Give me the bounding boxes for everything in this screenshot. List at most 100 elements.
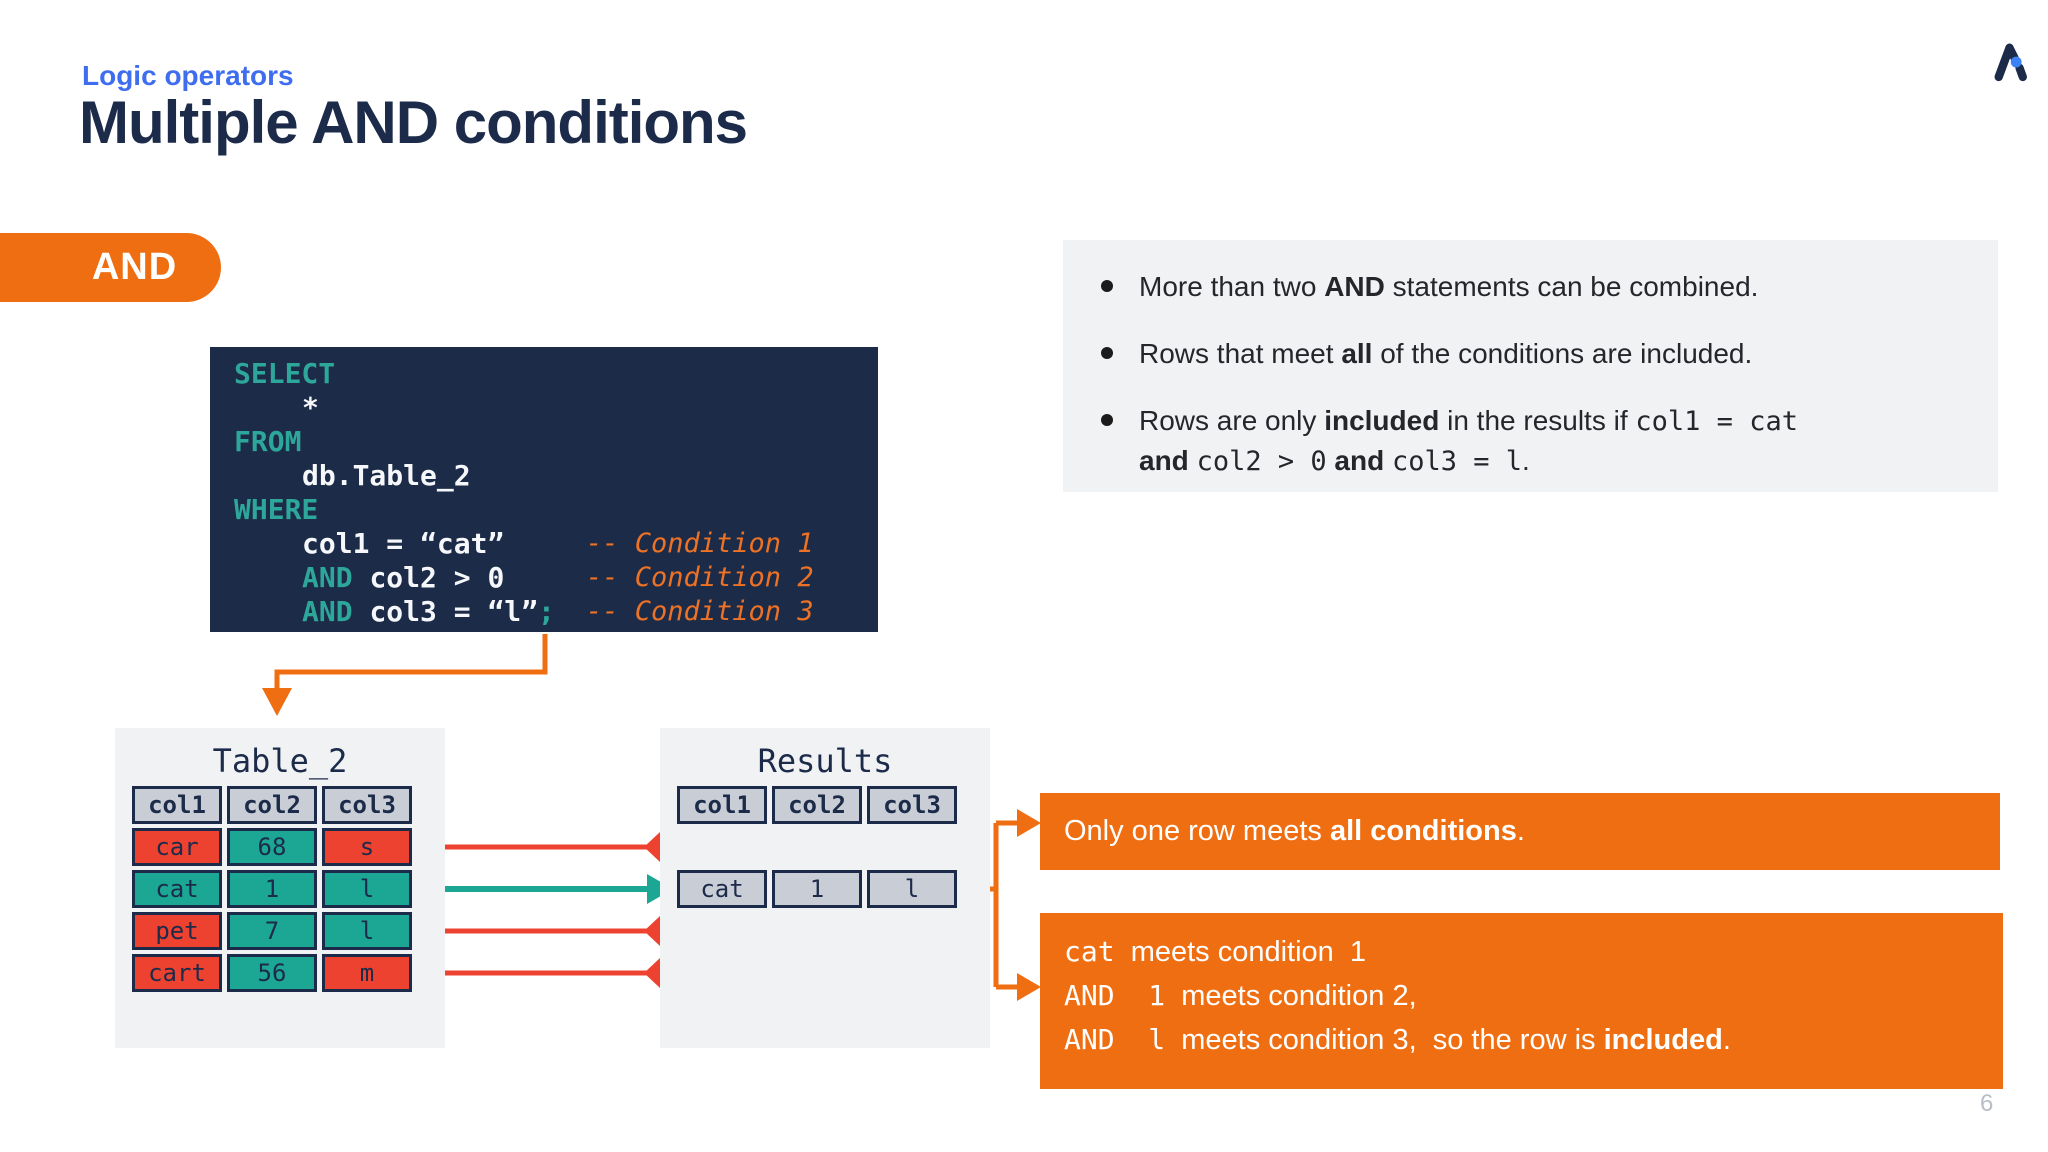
sql-text: col3 = “l” (369, 595, 539, 628)
code-line: col1 = “cat” -- Condition 1 (234, 527, 878, 561)
code-line: AND col2 > 0 -- Condition 2 (234, 561, 878, 595)
column-header: col2 (227, 786, 317, 824)
text-segment: More than two (1139, 271, 1325, 302)
sql-keyword: SELECT (234, 357, 336, 390)
results-spacer (677, 828, 957, 866)
callout-line: AND l meets condition 3, so the row is i… (1064, 1018, 1979, 1062)
table-cell: m (322, 954, 412, 992)
branch-bottom-arrowhead (1017, 973, 1041, 1001)
text-segment: meets condition 2, (1165, 980, 1417, 1012)
code-line: FROM (234, 425, 878, 459)
text-segment: . (1516, 815, 1525, 847)
code-to-table-arrow-line (274, 634, 548, 690)
code-line: WHERE (234, 493, 878, 527)
text-segment: Rows are only (1139, 405, 1325, 436)
column-header: col1 (132, 786, 222, 824)
results-grid: col1 col2 col3 cat 1 l (677, 786, 957, 908)
result-cell: l (867, 870, 957, 908)
results-panel: Results col1 col2 col3 cat 1 l (660, 728, 990, 1048)
text-segment: of the conditions are included. (1372, 338, 1753, 369)
code-line: * (234, 391, 878, 425)
sql-keyword: AND (302, 595, 370, 628)
text-segment: all (1341, 338, 1373, 369)
text-segment: included (1324, 405, 1440, 436)
table-cell: pet (132, 912, 222, 950)
sql-text: * (302, 391, 319, 424)
brand-logo-icon (1994, 43, 2027, 82)
sql-text: col1 = “cat” (302, 527, 505, 560)
sql-comment: -- Condition 3 (586, 596, 814, 627)
logo-dot (2010, 56, 2022, 68)
table-cell: l (322, 870, 412, 908)
table-cell: 68 (227, 828, 317, 866)
sql-comment: -- Condition 2 (586, 562, 814, 593)
text-segment: Only one row meets (1064, 815, 1330, 847)
table-cell: cart (132, 954, 222, 992)
code-line: db.Table_2 (234, 459, 878, 493)
and-badge-label: AND (91, 246, 178, 288)
text-segment: Rows that meet (1139, 338, 1342, 369)
sql-keyword: AND (302, 561, 370, 594)
text-segment: AND l (1064, 1023, 1166, 1056)
callout-row-included: cat meets condition 1 AND 1 meets condit… (1040, 913, 2003, 1089)
callout-text: Only one row meets all conditions. (1064, 815, 1525, 848)
bullet-dot-icon (1101, 414, 1113, 426)
and-operator-badge: AND (0, 233, 221, 302)
text-segment: AND 1 (1064, 979, 1166, 1012)
code-to-table-arrowhead (262, 688, 292, 716)
branch-top-arrowhead (1017, 809, 1041, 837)
sql-keyword: FROM (234, 425, 302, 458)
text-segment: col3 = l (1391, 446, 1522, 477)
table-cell: s (322, 828, 412, 866)
text-segment: statements can be combined. (1384, 271, 1759, 302)
table-cell: 56 (227, 954, 317, 992)
sql-punctuation: ; (538, 595, 555, 628)
result-cell: 1 (772, 870, 862, 908)
text-segment: meets condition 3, so the row is (1165, 1024, 1604, 1056)
callout-line: AND 1 meets condition 2, (1064, 974, 1979, 1018)
text-segment: and (1139, 445, 1189, 476)
text-segment: . (1722, 1024, 1731, 1056)
text-segment (1189, 445, 1197, 476)
text-segment: cat (1064, 935, 1115, 968)
bullet-item: More than two AND statements can be comb… (1101, 267, 1968, 306)
bullet-dot-icon (1101, 280, 1113, 292)
text-segment: meets condition 1 (1114, 936, 1367, 968)
column-header: col1 (677, 786, 767, 824)
orange-arrowheads (262, 688, 1041, 1001)
table-cell: car (132, 828, 222, 866)
excluded-row-lines (413, 844, 648, 976)
sql-code-block: SELECT * FROM db.Table_2 WHERE col1 = “c… (210, 347, 878, 632)
column-header: col3 (867, 786, 957, 824)
slide-eyebrow: Logic operators (82, 60, 294, 91)
table-cell: l (322, 912, 412, 950)
text-segment: col1 = cat (1635, 406, 1798, 437)
page-title: Multiple AND conditions (79, 89, 748, 156)
bullet-text: More than two AND statements can be comb… (1139, 267, 1758, 306)
bullet-item: Rows that meet all of the conditions are… (1101, 334, 1968, 373)
text-segment: included (1603, 1024, 1723, 1056)
text-segment: AND (1324, 271, 1385, 302)
table2-title: Table_2 (212, 742, 348, 780)
sql-keyword: WHERE (234, 493, 319, 526)
text-segment: col2 > 0 (1196, 446, 1327, 477)
bullet-text: Rows that meet all of the conditions are… (1139, 334, 1752, 373)
text-segment: . (1522, 445, 1530, 476)
sql-comment: -- Condition 1 (586, 528, 814, 559)
callout-line: cat meets condition 1 (1064, 930, 1979, 974)
text-segment: and (1334, 445, 1385, 476)
column-header: col2 (772, 786, 862, 824)
table-cell: 7 (227, 912, 317, 950)
results-title: Results (757, 742, 893, 780)
text-segment: in the results if (1439, 405, 1636, 436)
table-cell: cat (132, 870, 222, 908)
table-cell: 1 (227, 870, 317, 908)
explanation-panel: More than two AND statements can be comb… (1063, 240, 1998, 492)
code-line: SELECT (234, 357, 878, 391)
table2-grid: col1 col2 col3 car 68 s cat 1 l pet 7 l … (132, 786, 412, 992)
bullet-dot-icon (1101, 347, 1113, 359)
sql-text: col2 > 0 (369, 561, 505, 594)
bullet-item: Rows are only included in the results if… (1101, 401, 1968, 481)
text-segment: all conditions (1329, 815, 1517, 847)
